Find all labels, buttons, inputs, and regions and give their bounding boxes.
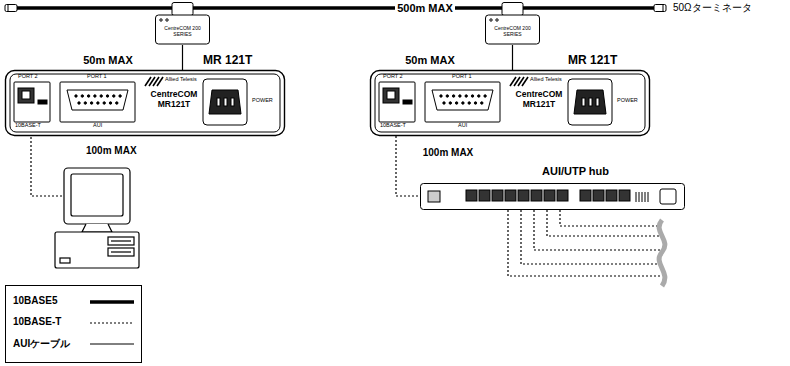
cable-break — [659, 220, 665, 286]
panel-label: Allied Telesis — [530, 77, 562, 83]
panel-label: CentreCOM 200 SERIES — [488, 26, 537, 38]
legend-text: 10BASE-T — [13, 316, 61, 327]
panel-label: CentreCOM MR121T — [145, 90, 203, 110]
legend-row: 10BASE5 — [6, 293, 141, 311]
legend-box: 10BASE5 10BASE-T AUIケーブル — [5, 285, 142, 363]
legend-row: AUIケーブル — [6, 335, 141, 353]
terminator-label: 50Ωターミネータ — [671, 1, 754, 15]
panel-label: PORT 1 — [87, 74, 107, 80]
transceiver: CentreCOM 200 SERIES — [155, 2, 210, 45]
legend-text: AUIケーブル — [13, 337, 70, 351]
line-sample — [88, 293, 136, 311]
length-label: 50m MAX — [403, 54, 457, 66]
terminator — [5, 5, 666, 12]
panel-label: CentreCOM MR121T — [510, 90, 568, 110]
legend-text: 10BASE5 — [13, 295, 57, 306]
utp-cable — [508, 210, 660, 276]
aui-cable — [182, 45, 183, 70]
legend-row: 10BASE-T — [6, 314, 141, 332]
panel-label: PORT 2 — [383, 74, 403, 80]
unit-heading: AUI/UTP hub — [542, 166, 609, 178]
repeater-unit: MR 121TPORT 210BASE-TPORT 1AUIAllied Tel… — [5, 70, 285, 136]
transceiver-outline — [485, 2, 540, 45]
utp-cable — [31, 137, 64, 196]
aui-cable — [512, 45, 513, 70]
panel-label: Allied Telesis — [165, 77, 197, 83]
panel-label: PORT 2 — [18, 74, 38, 80]
pc-illustration — [55, 168, 139, 268]
coax-cable — [17, 6, 155, 10]
utp-cable — [396, 136, 420, 196]
transceiver: CentreCOM 200 SERIES — [485, 2, 540, 45]
panel-label: CentreCOM 200 SERIES — [158, 26, 207, 38]
hub-unit-outline — [420, 183, 685, 210]
repeater-unit: MR 121TPORT 210BASE-TPORT 1AUIAllied Tel… — [370, 70, 650, 136]
length-label: 500m MAX — [395, 2, 455, 14]
length-label: 100m MAX — [421, 147, 476, 158]
repeater-unit-outline — [370, 70, 650, 136]
hub-unit: AUI/UTP hub — [420, 183, 685, 210]
panel-label: POWER — [252, 98, 273, 104]
panel-label: 10BASE-T — [15, 123, 41, 129]
panel-label: AUI — [458, 123, 467, 129]
length-label: 100m MAX — [84, 145, 139, 156]
panel-label: POWER — [617, 98, 638, 104]
line-sample — [88, 314, 136, 332]
panel-label: AUI — [93, 123, 102, 129]
panel-label: PORT 1 — [452, 74, 472, 80]
length-label: 50m MAX — [81, 54, 135, 66]
unit-heading: MR 121T — [568, 54, 617, 67]
transceiver-outline — [155, 2, 210, 45]
line-sample — [88, 335, 136, 353]
repeater-unit-outline — [5, 70, 285, 136]
coax-cable — [540, 6, 654, 10]
unit-heading: MR 121T — [203, 54, 252, 67]
panel-label: 10BASE-T — [380, 123, 406, 129]
